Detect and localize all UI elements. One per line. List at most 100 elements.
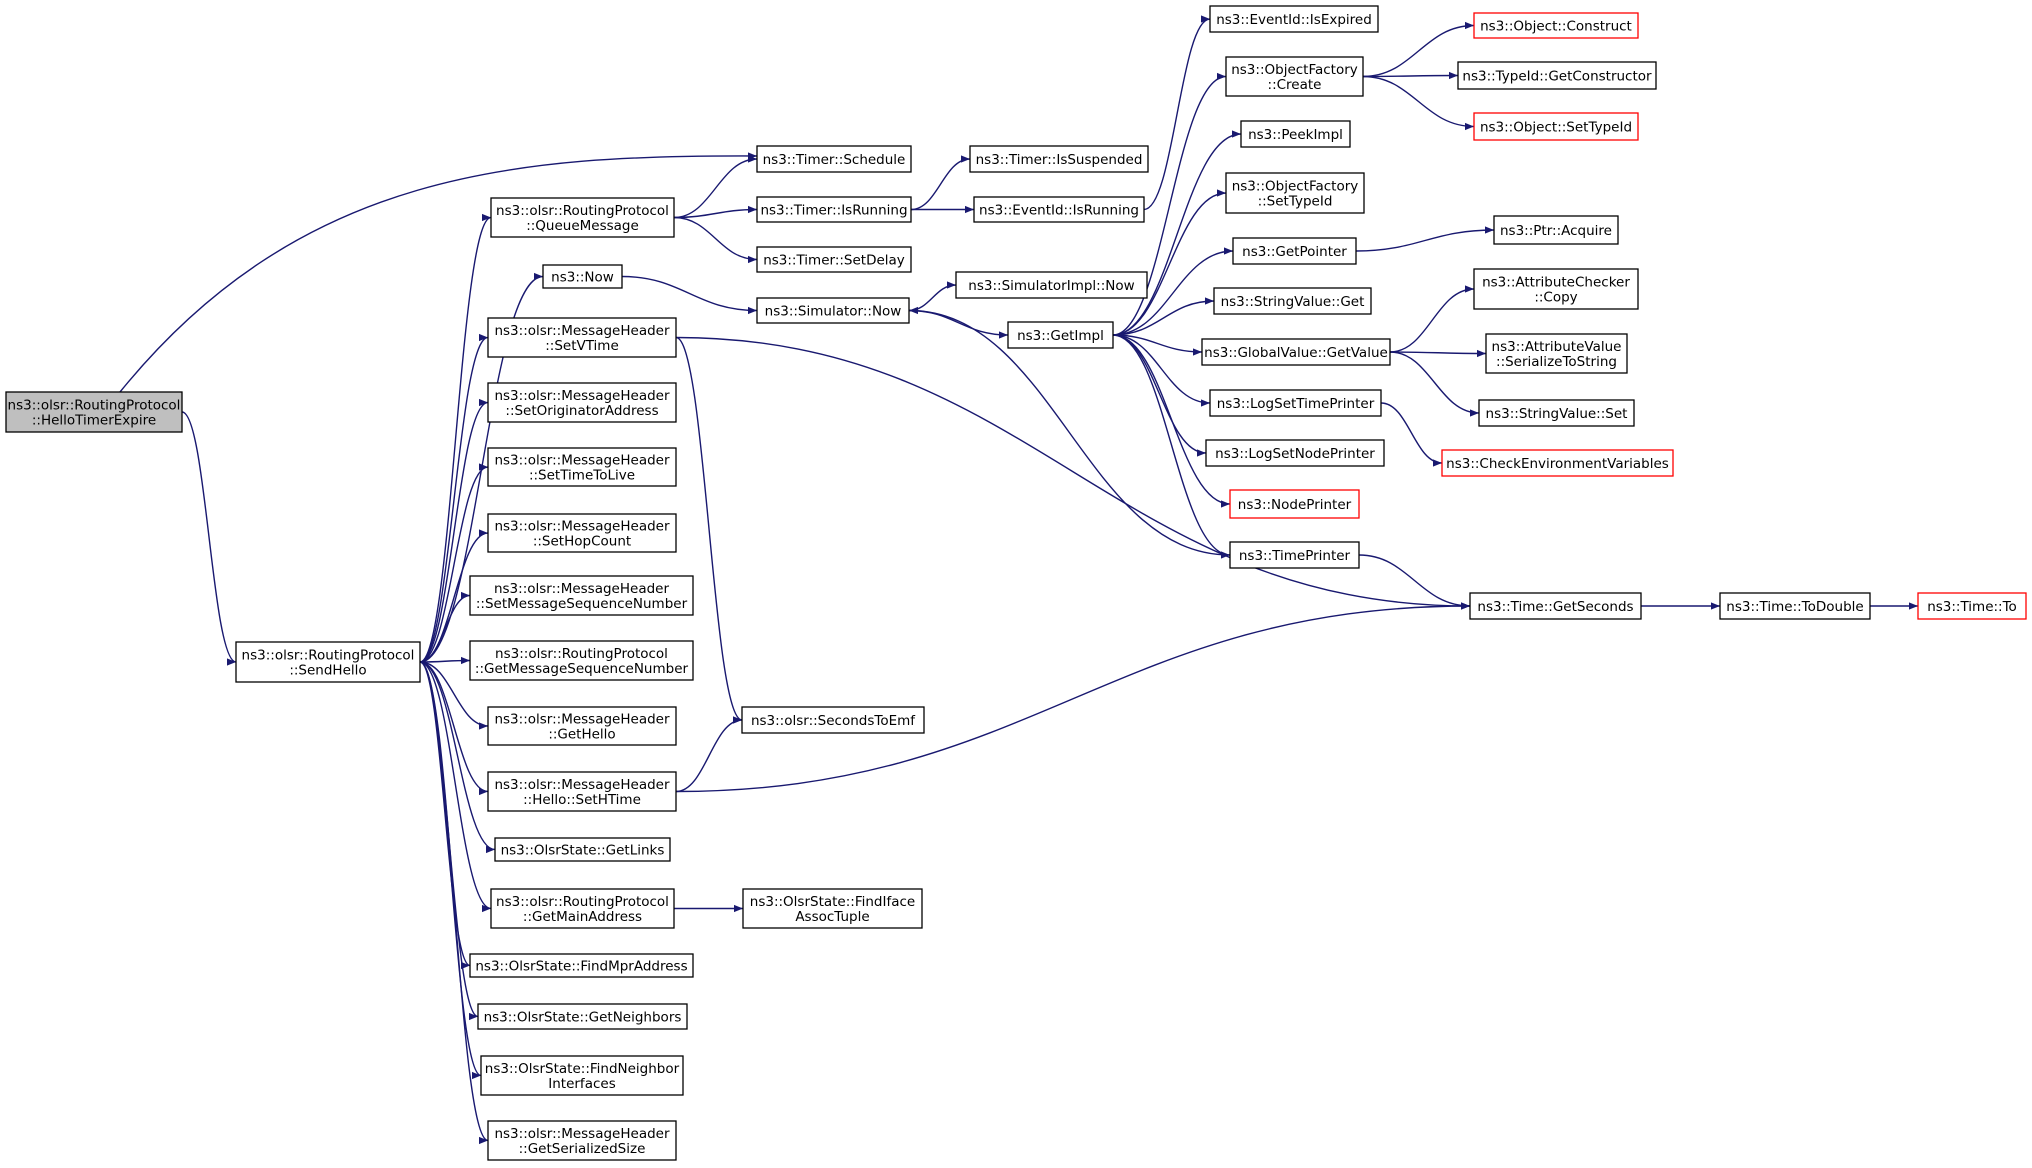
- edge-gvgv-to-acc: [1389, 285, 1475, 353]
- node-label: ns3::NodePrinter: [1238, 497, 1352, 513]
- node-gi[interactable]: ns3::GetImpl: [1007, 321, 1114, 349]
- node-box: [1213, 287, 1372, 315]
- node-box: [1473, 12, 1639, 39]
- node-label: Interfaces: [548, 1076, 615, 1092]
- node-label: ::SetVTime: [545, 338, 619, 354]
- node-label: ::GetMessageSequenceNumber: [475, 661, 689, 677]
- node-box: [487, 317, 677, 358]
- node-label: ns3::olsr::MessageHeader: [494, 519, 670, 535]
- node-shc[interactable]: ns3::olsr::MessageHeader::SetHopCount: [487, 513, 677, 553]
- node-box: [487, 447, 677, 487]
- node-label: ::SetTypeId: [1258, 194, 1333, 210]
- node-gma[interactable]: ns3::olsr::RoutingProtocol::GetMainAddre…: [490, 888, 675, 929]
- edge-ofc-to-tgc: [1362, 71, 1459, 80]
- node-ost[interactable]: ns3::Object::SetTypeId: [1473, 112, 1639, 141]
- node-eir[interactable]: ns3::EventId::IsRunning: [973, 196, 1145, 223]
- node-cev[interactable]: ns3::CheckEnvironmentVariables: [1441, 449, 1674, 477]
- node-label: ns3::olsr::MessageHeader: [494, 712, 670, 728]
- node-box: [1205, 439, 1385, 467]
- node-svs[interactable]: ns3::StringValue::Set: [1478, 399, 1635, 427]
- node-smsn[interactable]: ns3::olsr::MessageHeader::SetMessageSequ…: [469, 575, 694, 616]
- node-fma[interactable]: ns3::OlsrState::FindMprAddress: [469, 953, 694, 978]
- node-acc[interactable]: ns3::AttributeChecker::Copy: [1473, 268, 1639, 310]
- node-svt[interactable]: ns3::olsr::MessageHeader::SetVTime: [487, 317, 677, 358]
- node-label: ns3::olsr::MessageHeader: [494, 453, 670, 469]
- node-ofc[interactable]: ns3::ObjectFactory::Create: [1225, 56, 1364, 97]
- node-eie[interactable]: ns3::EventId::IsExpired: [1209, 5, 1379, 33]
- node-tis[interactable]: ns3::Timer::IsSuspended: [969, 145, 1149, 173]
- node-tgs[interactable]: ns3::Time::GetSeconds: [1469, 592, 1642, 620]
- node-snow[interactable]: ns3::Simulator::Now: [756, 297, 910, 324]
- node-label: ::Create: [1268, 77, 1322, 93]
- node-box: [1229, 489, 1360, 519]
- node-box: [490, 888, 675, 929]
- node-box: [542, 264, 623, 289]
- node-label: ::SetTimeToLive: [529, 468, 635, 484]
- node-qm[interactable]: ns3::olsr::RoutingProtocol::QueueMessage: [490, 197, 675, 238]
- edge-tir-to-tis: [910, 155, 971, 211]
- edge-sh-to-gmsn: [419, 656, 471, 665]
- node-label: ::GetMainAddress: [523, 909, 642, 925]
- node-svg[interactable]: ns3::StringValue::Get: [1213, 287, 1372, 315]
- node-gss[interactable]: ns3::olsr::MessageHeader::GetSerializedS…: [487, 1120, 677, 1161]
- node-tsch[interactable]: ns3::Timer::Schedule: [756, 145, 912, 173]
- node-tgc[interactable]: ns3::TypeId::GetConstructor: [1457, 61, 1657, 90]
- edge-qm-to-tir: [673, 205, 758, 219]
- edge-gvgv-to-svs: [1389, 351, 1480, 417]
- node-label: ns3::LogSetNodePrinter: [1215, 446, 1375, 462]
- node-box: [1225, 56, 1364, 97]
- node-sh[interactable]: ns3::olsr::RoutingProtocol::SendHello: [235, 641, 421, 683]
- node-label: ::SerializeToString: [1496, 354, 1617, 370]
- node-pa[interactable]: ns3::Ptr::Acquire: [1493, 215, 1619, 245]
- node-gn[interactable]: ns3::OlsrState::GetNeighbors: [477, 1003, 688, 1030]
- node-label: AssocTuple: [795, 909, 869, 925]
- node-tto[interactable]: ns3::Time::To: [1917, 592, 2027, 620]
- node-label: ns3::olsr::MessageHeader: [494, 388, 670, 404]
- node-tp[interactable]: ns3::TimePrinter: [1229, 541, 1360, 569]
- node-oc[interactable]: ns3::Object::Construct: [1473, 12, 1639, 39]
- node-hte[interactable]: ns3::olsr::RoutingProtocol::HelloTimerEx…: [5, 391, 183, 433]
- node-np[interactable]: ns3::NodePrinter: [1229, 489, 1360, 519]
- node-lstp[interactable]: ns3::LogSetTimePrinter: [1209, 389, 1382, 417]
- node-pi[interactable]: ns3::PeekImpl: [1240, 120, 1351, 148]
- node-sht[interactable]: ns3::olsr::MessageHeader::Hello::SetHTim…: [487, 771, 677, 812]
- node-label: ns3::olsr::MessageHeader: [494, 777, 670, 793]
- node-gl[interactable]: ns3::OlsrState::GetLinks: [494, 837, 671, 862]
- edge-gi-to-lsnp: [1112, 334, 1207, 457]
- edge-gi-to-ofc: [1112, 72, 1227, 336]
- node-label: ns3::OlsrState::FindMprAddress: [475, 959, 687, 975]
- node-sin[interactable]: ns3::SimulatorImpl::Now: [955, 271, 1148, 299]
- node-tir[interactable]: ns3::Timer::IsRunning: [756, 196, 912, 223]
- node-label: ns3::Timer::Schedule: [763, 152, 906, 168]
- node-gmsn[interactable]: ns3::olsr::RoutingProtocol::GetMessageSe…: [469, 640, 694, 681]
- node-now[interactable]: ns3::Now: [542, 264, 623, 289]
- edge-gi-to-lstp: [1112, 334, 1211, 407]
- node-label: ns3::LogSetTimePrinter: [1217, 396, 1375, 412]
- node-box: [1225, 172, 1365, 214]
- node-ste[interactable]: ns3::olsr::SecondsToEmf: [741, 706, 925, 734]
- edge-gp-to-pa: [1355, 226, 1495, 252]
- node-box: [1209, 5, 1379, 33]
- node-gh[interactable]: ns3::olsr::MessageHeader::GetHello: [487, 706, 677, 746]
- edge-hte-to-sh: [181, 411, 237, 666]
- node-gvgv[interactable]: ns3::GlobalValue::GetValue: [1201, 338, 1391, 366]
- node-box: [741, 706, 925, 734]
- node-ofs[interactable]: ns3::ObjectFactory::SetTypeId: [1225, 172, 1365, 214]
- node-box: [487, 706, 677, 746]
- node-ttd[interactable]: ns3::Time::ToDouble: [1719, 592, 1871, 620]
- node-sttl[interactable]: ns3::olsr::MessageHeader::SetTimeToLive: [487, 447, 677, 487]
- node-label: ns3::olsr::RoutingProtocol: [495, 646, 668, 662]
- node-label: ns3::olsr::RoutingProtocol: [8, 398, 181, 414]
- node-box: [1457, 61, 1657, 90]
- node-lsnp[interactable]: ns3::LogSetNodePrinter: [1205, 439, 1385, 467]
- node-gp[interactable]: ns3::GetPointer: [1232, 237, 1357, 265]
- node-tsd[interactable]: ns3::Timer::SetDelay: [756, 246, 912, 273]
- edge-lstp-to-cev: [1380, 402, 1443, 467]
- edge-tp-to-snow: [908, 306, 1231, 556]
- node-box: [973, 196, 1145, 223]
- node-soa[interactable]: ns3::olsr::MessageHeader::SetOriginatorA…: [487, 382, 677, 423]
- node-avs[interactable]: ns3::AttributeValue::SerializeToString: [1485, 333, 1628, 374]
- edge-gi-to-tp: [1112, 334, 1231, 559]
